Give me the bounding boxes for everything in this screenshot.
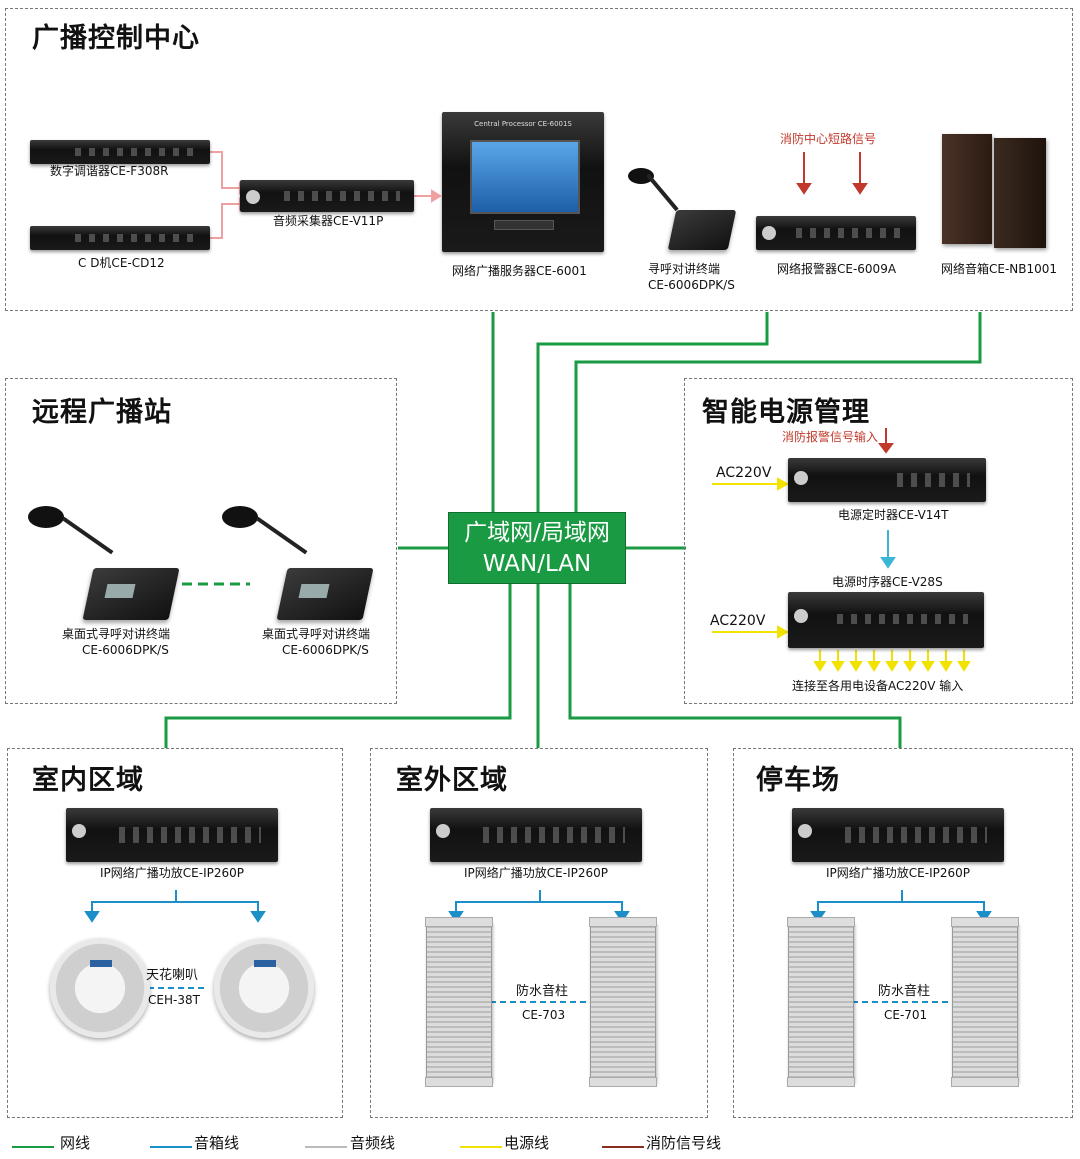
legend-line-fire — [602, 1146, 644, 1148]
legend-fire: 消防信号线 — [646, 1134, 722, 1152]
indoor-amp-label: IP网络广播功放CE-IP260P — [100, 866, 244, 880]
timer-device — [788, 458, 986, 502]
cd-device — [30, 226, 210, 250]
collector-device — [240, 180, 414, 212]
power-out-label: 连接至各用电设备AC220V 输入 — [792, 679, 964, 693]
outdoor-title: 室外区域 — [396, 765, 508, 796]
control-center-box — [5, 8, 1073, 311]
server-drive — [494, 220, 554, 230]
net-line-alarm — [536, 312, 769, 512]
tuner-device — [30, 140, 210, 164]
legend-line-network — [12, 1146, 54, 1148]
control-center-title: 广播控制中心 — [32, 23, 200, 54]
legend-line-speaker — [150, 1146, 192, 1148]
desk-pager-2-label-1: 桌面式寻呼对讲终端 — [262, 627, 371, 641]
net-line-indoor — [164, 584, 512, 748]
pager-control-center — [624, 164, 737, 250]
net-speaker-label: 网络音箱CE-NB1001 — [941, 262, 1058, 276]
outdoor-column-name: 防水音柱 — [516, 984, 569, 999]
wan-lan-hub: 广域网/局域网 WAN/LAN — [448, 512, 626, 584]
outdoor-amp-label: IP网络广播功放CE-IP260P — [464, 866, 608, 880]
power-mgmt-box — [684, 378, 1073, 704]
net-line-speaker — [574, 312, 982, 512]
sequencer-label: 电源时序器CE-V28S — [832, 575, 943, 589]
desk-pager-1-label-2: CE-6006DPK/S — [82, 643, 169, 657]
collector-label: 音频采集器CE-V11P — [273, 214, 384, 228]
parking-column-model: CE-701 — [884, 1008, 928, 1022]
ceiling-model: CEH-38T — [148, 993, 200, 1007]
outdoor-amp — [430, 808, 642, 862]
indoor-box — [7, 748, 343, 1118]
audio-line-cd — [210, 203, 240, 239]
wan-lan-label-cn: 广域网/局域网 — [464, 520, 610, 546]
desk-pager-2-label-2: CE-6006DPK/S — [282, 643, 369, 657]
ceiling-name: 天花喇叭 — [146, 968, 199, 983]
ac-label-2: AC220V — [710, 613, 766, 629]
legend-line-audio — [305, 1146, 347, 1148]
power-mgmt-title: 智能电源管理 — [702, 397, 870, 428]
legend-speaker: 音箱线 — [194, 1134, 240, 1152]
legend-network: 网线 — [60, 1134, 91, 1152]
column-speaker-outdoor-left — [425, 917, 493, 1087]
pager-label-2: CE-6006DPK/S — [648, 278, 735, 292]
remote-station-title: 远程广播站 — [32, 397, 172, 428]
parking-title: 停车场 — [756, 765, 840, 796]
desk-pager-1-label-1: 桌面式寻呼对讲终端 — [62, 627, 171, 641]
legend-audio: 音频线 — [350, 1134, 396, 1152]
net-line-parking — [568, 584, 902, 748]
audio-line-tuner — [210, 151, 240, 189]
server-label: 网络广播服务器CE-6001 — [452, 264, 587, 278]
server-device: Central Processor CE-6001S — [442, 112, 604, 252]
desk-pager-1 — [28, 500, 180, 620]
indoor-title: 室内区域 — [32, 765, 144, 796]
pager-label-1: 寻呼对讲终端 — [648, 262, 721, 276]
column-speaker-parking-left — [787, 917, 855, 1087]
ceiling-speaker-left — [50, 938, 150, 1038]
server-screen-header: Central Processor CE-6001S — [474, 120, 572, 128]
indoor-amp — [66, 808, 278, 862]
timer-label: 电源定时器CE-V14T — [838, 508, 949, 522]
legend-line-power — [460, 1146, 502, 1148]
power-output-arrows — [813, 650, 971, 672]
desk-pager-2 — [222, 500, 374, 620]
alarm-device — [756, 216, 916, 250]
parking-amp-label: IP网络广播功放CE-IP260P — [826, 866, 970, 880]
parking-box — [733, 748, 1073, 1118]
tuner-label: 数字调谐器CE-F308R — [50, 164, 169, 178]
ac-label-1: AC220V — [716, 465, 772, 481]
ceiling-speaker-right — [214, 938, 314, 1038]
server-screen — [470, 140, 580, 214]
remote-station-box — [5, 378, 397, 704]
wan-lan-label-en: WAN/LAN — [482, 551, 592, 577]
sequencer-device — [788, 592, 984, 648]
outdoor-box — [370, 748, 708, 1118]
legend-power: 电源线 — [504, 1134, 550, 1152]
alarm-label: 网络报警器CE-6009A — [777, 262, 897, 276]
parking-amp — [792, 808, 1004, 862]
cd-label: C D机CE-CD12 — [78, 256, 165, 270]
net-speaker-device — [942, 134, 1048, 248]
column-speaker-parking-right — [951, 917, 1019, 1087]
fire-alarm-input-label: 消防报警信号输入 — [782, 430, 879, 444]
column-speaker-outdoor-right — [589, 917, 657, 1087]
outdoor-column-model: CE-703 — [522, 1008, 566, 1022]
parking-column-name: 防水音柱 — [878, 984, 931, 999]
fire-signal-label: 消防中心短路信号 — [780, 132, 877, 146]
